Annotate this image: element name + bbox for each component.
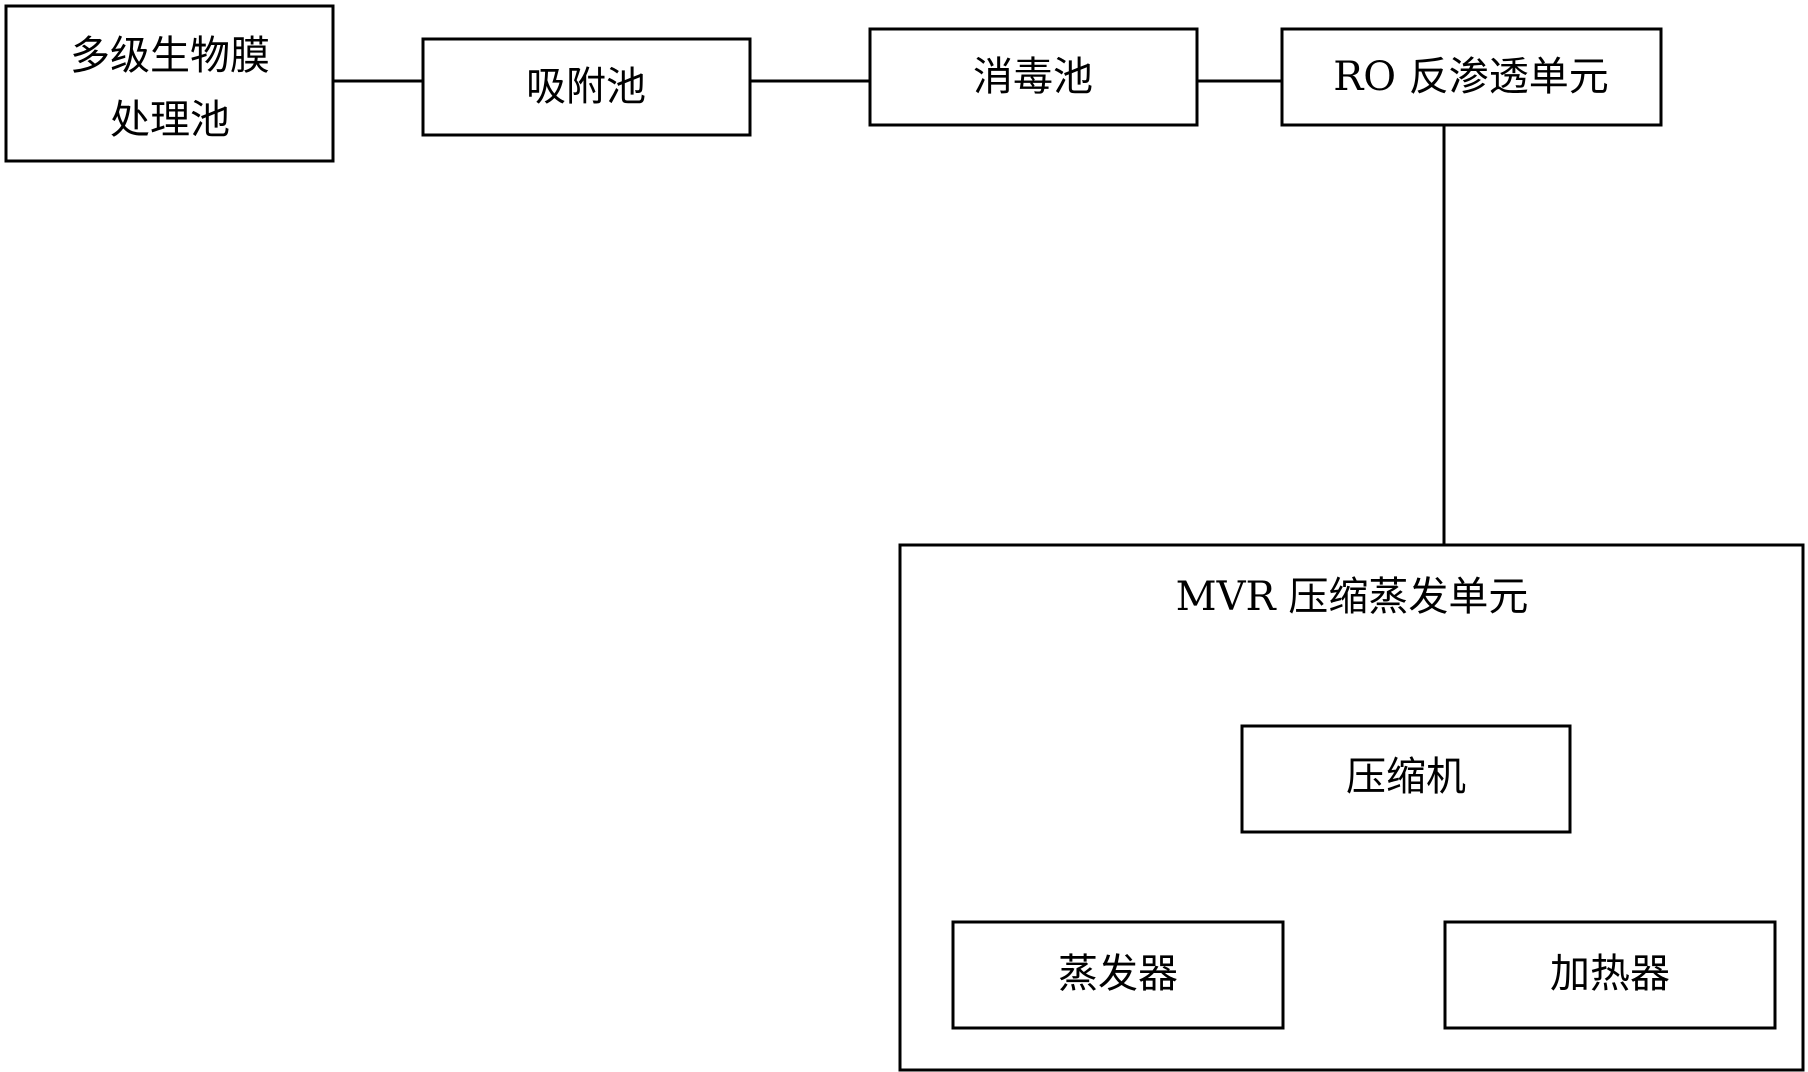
biofilm-tank-label-line1: 多级生物膜 <box>70 33 270 79</box>
adsorption-tank-label: 吸附池 <box>526 64 646 110</box>
disinfection-tank-label: 消毒池 <box>973 54 1093 100</box>
ro-unit-label: RO 反渗透单元 <box>1333 54 1609 100</box>
node-ro-unit: RO 反渗透单元 <box>1280 27 1663 127</box>
evaporator-label: 蒸发器 <box>1058 951 1178 997</box>
node-evaporator: 蒸发器 <box>951 920 1285 1030</box>
ro-unit-box <box>1280 27 1663 127</box>
adsorption-tank-box <box>421 37 752 137</box>
node-adsorption-tank: 吸附池 <box>421 37 752 137</box>
node-heater: 加热器 <box>1443 920 1777 1030</box>
biofilm-tank-label-line2: 处理池 <box>110 97 230 143</box>
compressor-box <box>1240 724 1572 834</box>
evaporator-box <box>951 920 1285 1030</box>
compressor-label: 压缩机 <box>1346 754 1466 800</box>
node-mvr-unit: MVR 压缩蒸发单元 压缩机 蒸发器 加热器 <box>898 543 1805 1072</box>
heater-label: 加热器 <box>1550 951 1670 997</box>
disinfection-tank-box <box>868 27 1199 127</box>
biofilm-tank-box <box>4 4 335 163</box>
node-biofilm-tank: 多级生物膜 处理池 <box>4 4 335 163</box>
node-disinfection-tank: 消毒池 <box>868 27 1199 127</box>
mvr-unit-title: MVR 压缩蒸发单元 <box>1176 574 1529 620</box>
node-compressor: 压缩机 <box>1240 724 1572 834</box>
heater-box <box>1443 920 1777 1030</box>
